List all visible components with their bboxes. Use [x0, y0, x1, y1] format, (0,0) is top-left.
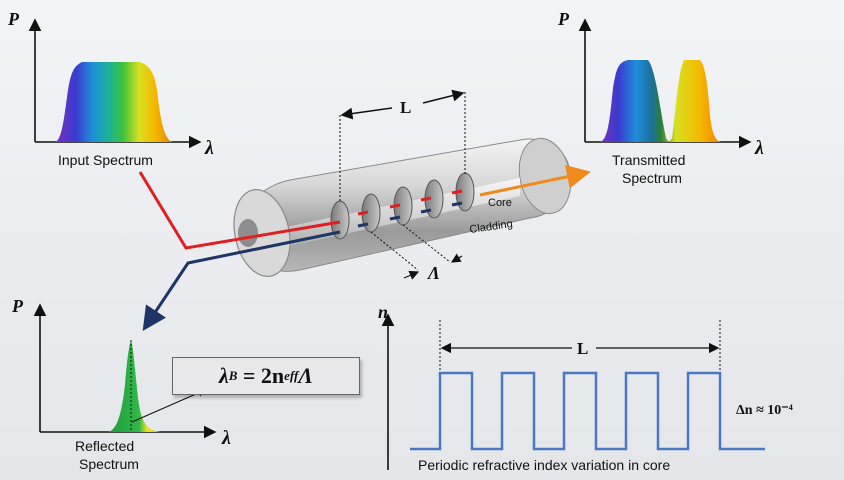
length-arrow-left	[340, 107, 393, 120]
input-spectrum-shape	[55, 62, 172, 142]
bragg-lambda-sub: B	[228, 368, 238, 383]
index-profile-line	[410, 371, 765, 451]
transmitted-spectrum-shape	[600, 60, 722, 142]
transmitted-label-line1: Transmitted	[612, 152, 685, 168]
red-forward-arrows	[357, 189, 463, 216]
reflected-spectrum-plot: P λ Reflected Spectrum	[11, 296, 231, 472]
blue-backward-arrows	[357, 201, 463, 228]
grating-period-annotation: Λ	[370, 224, 463, 283]
length-arrow-right	[422, 89, 465, 104]
transmitted-label-line2: Spectrum	[622, 170, 682, 186]
input-wavelength-label: λ	[204, 137, 214, 159]
reflected-light-blue-path	[142, 230, 341, 331]
bragg-neff-sub: eff	[284, 368, 299, 383]
grating-length-annotation: L	[339, 89, 466, 202]
core-label: Core	[488, 197, 512, 209]
reflected-spectrum-peak	[108, 340, 160, 432]
reflected-label-line2: Spectrum	[79, 456, 139, 472]
fiber-core-end	[238, 219, 258, 247]
period-arrow-left	[403, 270, 420, 280]
period-right-guide	[402, 224, 451, 263]
transmitted-light-orange-path	[479, 164, 591, 197]
transmitted-spectrum-plot: P λ Transmitted Spectrum	[557, 9, 764, 186]
grating-period-label: Λ	[426, 263, 440, 283]
light-paths	[138, 164, 591, 331]
index-length-label: L	[577, 339, 588, 358]
internal-reflection-arrows	[357, 189, 463, 228]
bragg-equals: = 2n	[237, 363, 285, 388]
transmitted-wavelength-label: λ	[754, 137, 764, 159]
delta-n-label: Δn ≈ 10⁻⁴	[736, 403, 794, 418]
reflected-label-line1: Reflected	[75, 438, 134, 454]
optical-fiber: Core Cladding	[233, 137, 572, 278]
input-power-label: P	[7, 9, 20, 29]
reflected-power-label: P	[11, 296, 24, 316]
bragg-lambda: λ	[218, 363, 229, 388]
index-caption: Periodic refractive index variation in c…	[418, 457, 670, 473]
grating-length-label: L	[400, 98, 411, 117]
reflected-wavelength-label: λ	[221, 427, 231, 449]
index-axis-label: n	[378, 302, 388, 322]
index-profile-plot: n L Δn ≈ 10⁻⁴ Periodic refractive index …	[378, 302, 794, 473]
period-arrow-right	[450, 253, 463, 263]
bragg-pointer-arrow	[131, 389, 206, 423]
input-light-red-path	[138, 171, 341, 250]
bragg-period: Λ	[298, 363, 314, 388]
transmitted-power-label: P	[557, 9, 570, 29]
input-spectrum-plot: P λ Input Spectrum	[7, 9, 214, 168]
cladding-label: Cladding	[469, 218, 514, 236]
input-spectrum-label: Input Spectrum	[58, 152, 153, 168]
grating-planes	[330, 172, 475, 240]
